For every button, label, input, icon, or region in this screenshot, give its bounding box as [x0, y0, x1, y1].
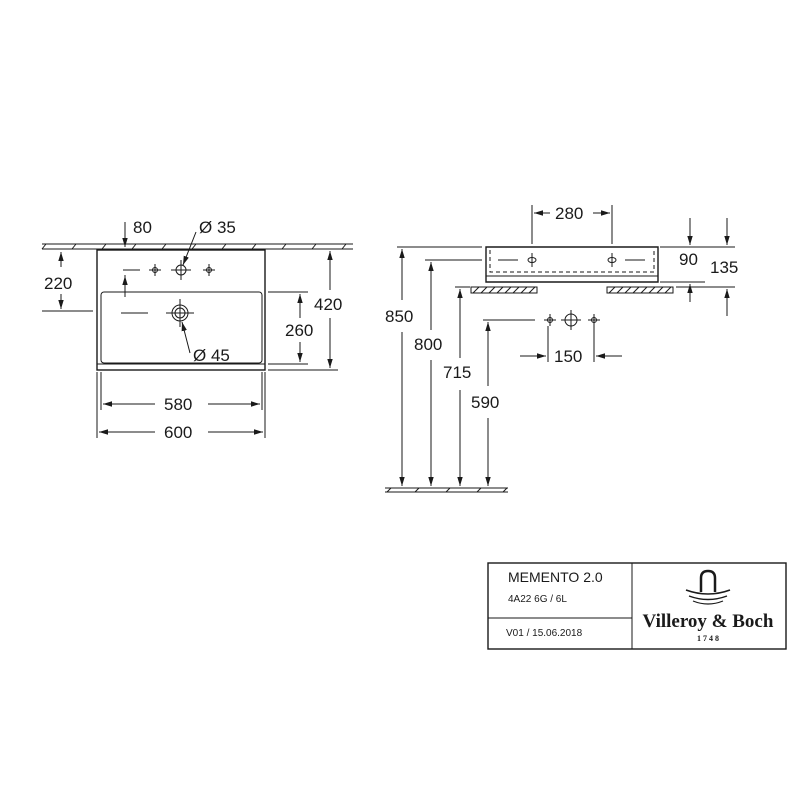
dim-basin-top: 280: [555, 204, 583, 223]
article-number: 4A22 6G / 6L: [508, 594, 567, 605]
dim-rim-height: 90: [679, 250, 698, 269]
floor-line: [385, 487, 508, 493]
front-wall-line: [41, 243, 353, 250]
brand-year: 1748: [697, 634, 721, 643]
dim-total-depth: 420: [314, 295, 342, 314]
side-view: 280 90 135 850 800 715: [385, 204, 738, 493]
wall-outlet: [544, 310, 600, 330]
dim-inner-width: 580: [164, 395, 192, 414]
title-block: MEMENTO 2.0 4A22 6G / 6L V01 / 15.06.201…: [487, 562, 787, 650]
basin-outline-front: [96, 249, 266, 371]
basin-outline-side: [485, 246, 659, 283]
dim-tap-offset: 80: [133, 218, 152, 237]
dim-height-590: 590: [471, 393, 499, 412]
brand-name: Villeroy & Boch: [643, 611, 774, 632]
dim-height-850: 850: [385, 307, 413, 326]
dim-total-width: 600: [164, 423, 192, 442]
front-view: 80 Ø 35 220 420 260 Ø 45 580: [41, 218, 353, 442]
dim-total-height: 135: [710, 258, 738, 277]
bowl-outline-front: [100, 291, 263, 364]
dim-tap-spacing: 150: [554, 347, 582, 366]
countertop-side: [470, 286, 674, 294]
dim-bowl-depth: 260: [285, 321, 313, 340]
waste-hole-front: [121, 299, 194, 327]
revision-date: V01 / 15.06.2018: [506, 628, 583, 639]
product-name: MEMENTO 2.0: [508, 569, 603, 585]
brand-logo-icon: [685, 569, 731, 605]
dim-height-800: 800: [414, 335, 442, 354]
tap-hole-front: [123, 260, 215, 280]
dim-waste-hole: Ø 45: [193, 346, 230, 365]
dim-height-715: 715: [443, 363, 471, 382]
dim-tap-hole: Ø 35: [199, 218, 236, 237]
dim-height-to-bowl: 220: [44, 274, 72, 293]
